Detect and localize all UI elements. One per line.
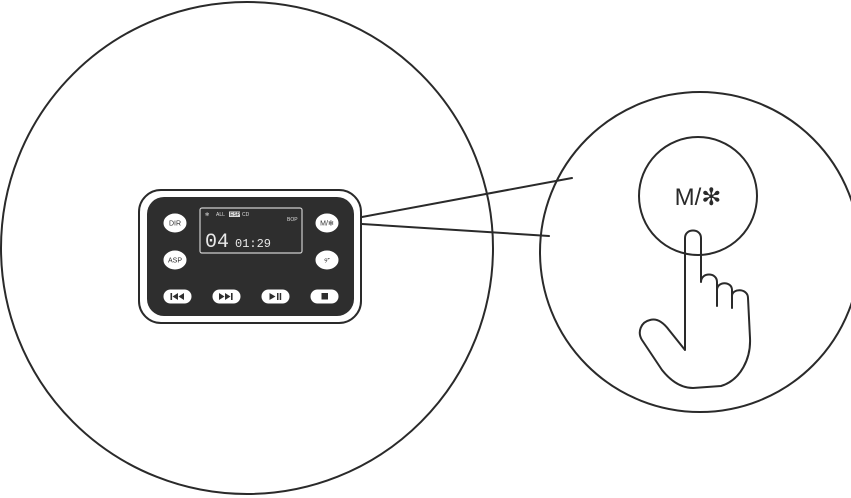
mode-bluetooth-button-body[interactable]: [314, 212, 340, 234]
mode-bluetooth-button-label: M/✻: [320, 220, 334, 228]
next-track-icon: [219, 293, 233, 300]
lcd-track-number: 04: [205, 231, 229, 254]
play-pause-icon: [269, 293, 282, 300]
lcd-indicator-mode: ESP: [230, 212, 241, 218]
next-track-button[interactable]: [211, 288, 242, 305]
previous-track-button[interactable]: [162, 288, 193, 305]
lcd-indicator-bt: ✻: [205, 212, 209, 218]
lcd-display: ✻ ALL ESP CD BOP 04 01:29: [199, 207, 303, 254]
pointing-hand-icon: [638, 229, 752, 389]
dir-button-label: DIR: [169, 221, 181, 228]
volume-button-label: ୨⁺: [324, 257, 330, 265]
stop-button[interactable]: [309, 288, 340, 305]
lcd-indicator-right: BOP: [287, 217, 298, 223]
zoom-circle: [539, 91, 851, 413]
dir-button[interactable]: DIR: [162, 212, 188, 234]
asp-button[interactable]: ASP: [162, 249, 188, 271]
main-circle: [0, 1, 494, 495]
lcd-frame: [199, 207, 303, 254]
callout-line-top: [361, 177, 573, 218]
lcd-indicator-all: ALL: [216, 212, 225, 218]
callout-line-bottom: [361, 223, 550, 237]
lcd-indicator-mode-bg: [229, 211, 240, 217]
lcd-indicator-cd: CD: [242, 212, 250, 218]
volume-button[interactable]: ୨⁺: [314, 249, 340, 271]
asp-button-body[interactable]: [162, 249, 188, 271]
asp-button-label: ASP: [168, 258, 182, 265]
mode-bluetooth-button[interactable]: M/✻: [314, 212, 340, 234]
zoom-mode-bluetooth-label: M/✻: [675, 184, 722, 211]
stop-icon: [321, 293, 328, 300]
play-pause-button[interactable]: [260, 288, 291, 305]
lcd-time: 01:29: [235, 237, 271, 251]
previous-track-icon: [170, 293, 184, 300]
volume-button-body[interactable]: [314, 249, 340, 271]
dir-button-body[interactable]: [162, 212, 188, 234]
zoom-mode-bluetooth-button: [638, 136, 758, 256]
